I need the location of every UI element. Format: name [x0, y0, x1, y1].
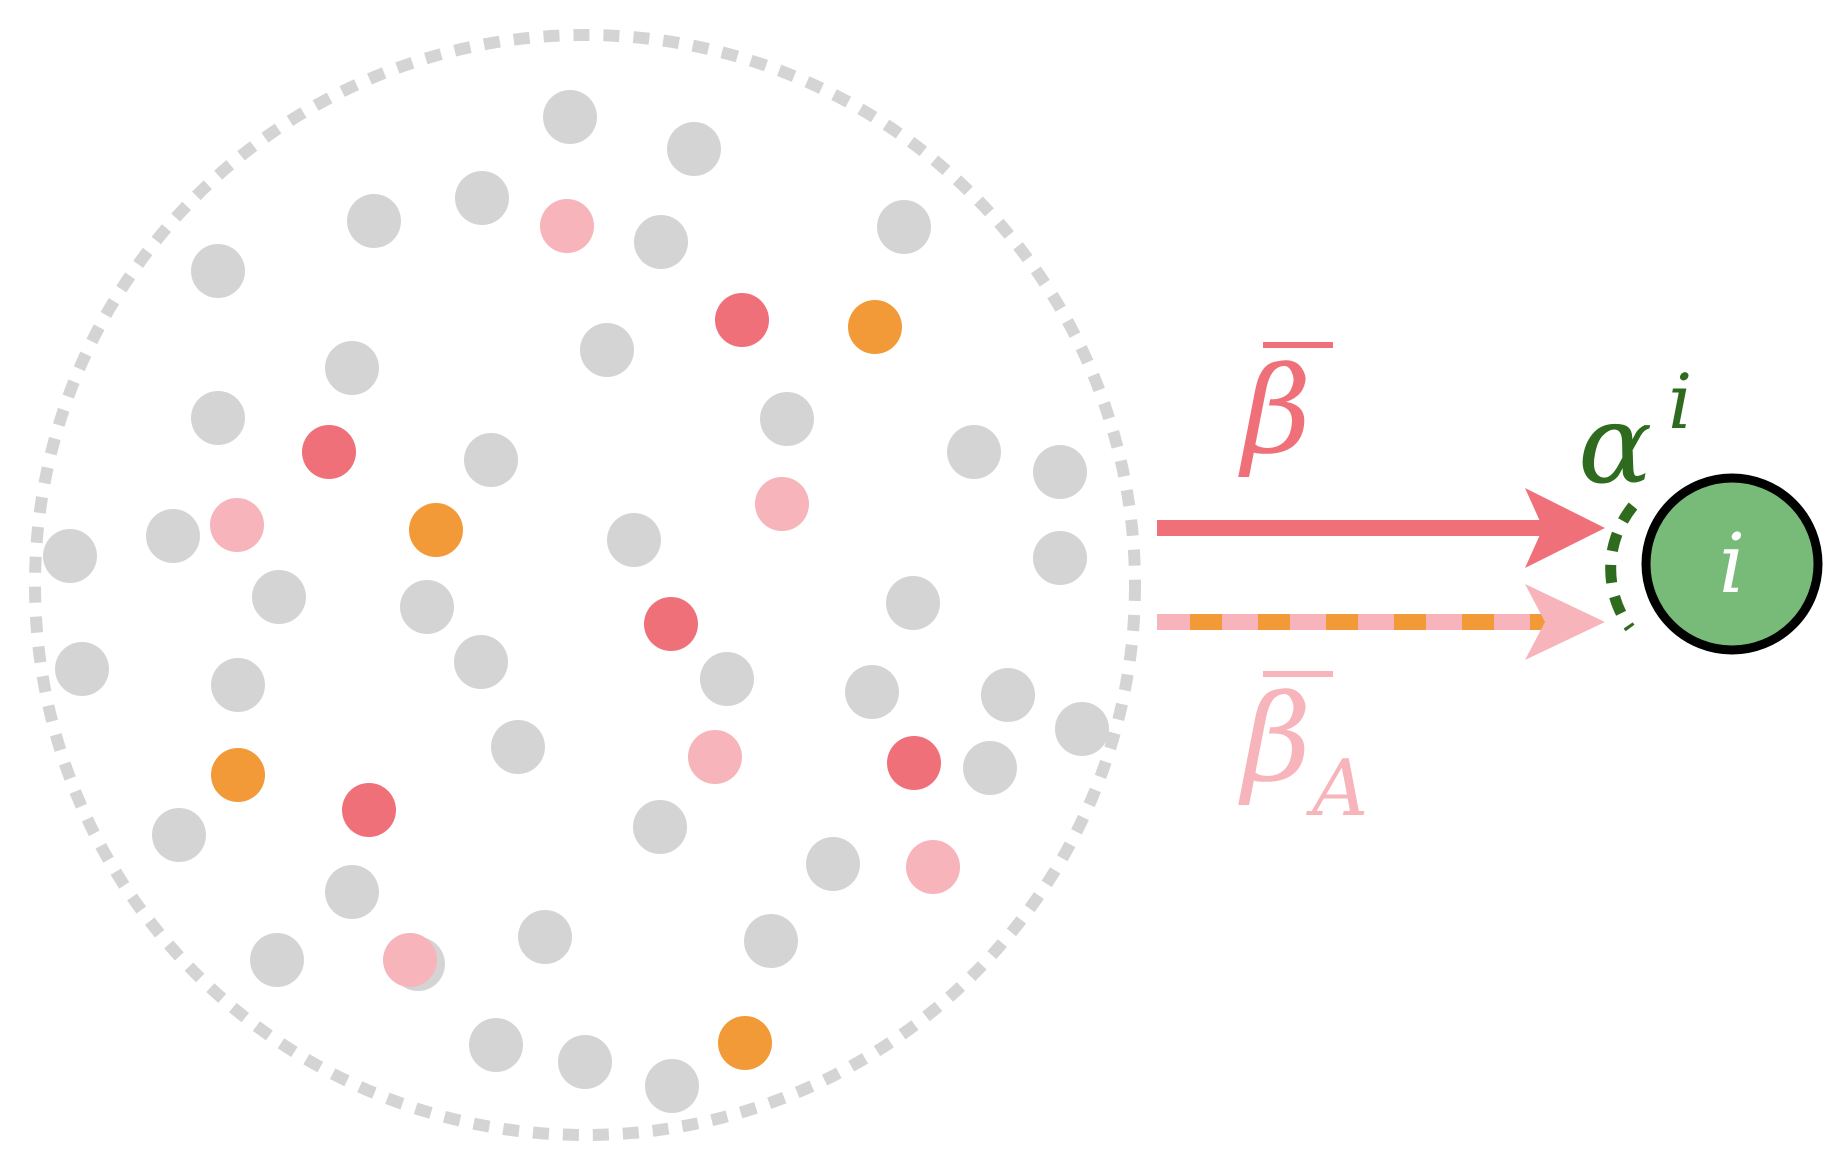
node-neutral: [518, 910, 572, 964]
node-neutral: [558, 1035, 612, 1089]
node-neutral: [1055, 702, 1109, 756]
node-neutral: [211, 658, 265, 712]
node-neutral: [1033, 445, 1087, 499]
node-neutral: [347, 194, 401, 248]
target-node-label: i: [1719, 517, 1745, 612]
node-neutral: [191, 391, 245, 445]
node-neutral: [580, 323, 634, 377]
node-orange: [409, 503, 463, 557]
node-neutral: [645, 1059, 699, 1113]
beta-A-arrow-head: [1525, 584, 1605, 660]
node-orange: [718, 1016, 772, 1070]
node-neutral: [634, 215, 688, 269]
alpha-label: α i: [1578, 357, 1692, 508]
node-neutral: [806, 837, 860, 891]
node-neutral: [667, 122, 721, 176]
beta-A-label: β A: [1238, 670, 1368, 834]
node-pink: [210, 498, 264, 552]
node-neutral: [700, 652, 754, 706]
node-neutral: [607, 513, 661, 567]
node-neutral: [55, 642, 109, 696]
node-neutral: [325, 865, 379, 919]
node-neutral: [947, 425, 1001, 479]
node-neutral: [455, 171, 509, 225]
beta-arrow-head: [1525, 488, 1605, 568]
node-neutral: [146, 509, 200, 563]
node-neutral: [760, 392, 814, 446]
arrows-group: [1157, 488, 1605, 660]
node-orange: [211, 748, 265, 802]
beta-A-symbol: β: [1238, 670, 1311, 809]
node-neutral: [469, 1018, 523, 1072]
cluster-boundary: [29, 29, 1141, 1141]
node-neutral: [491, 720, 545, 774]
cluster-group: [29, 29, 1141, 1141]
node-pink: [755, 477, 809, 531]
node-pink: [383, 933, 437, 987]
node-neutral: [886, 576, 940, 630]
alpha-symbol: α: [1578, 380, 1652, 508]
node-neutral: [464, 433, 518, 487]
node-pink: [688, 730, 742, 784]
node-red: [644, 597, 698, 651]
node-neutral: [877, 200, 931, 254]
node-neutral: [963, 741, 1017, 795]
node-red: [887, 736, 941, 790]
cluster-nodes: [43, 90, 1109, 1113]
node-red: [342, 783, 396, 837]
node-neutral: [191, 244, 245, 298]
node-neutral: [152, 808, 206, 862]
node-neutral: [744, 914, 798, 968]
node-neutral: [250, 933, 304, 987]
node-neutral: [454, 635, 508, 689]
target-alpha-halo: [1605, 502, 1638, 632]
node-neutral: [43, 529, 97, 583]
node-pink: [906, 840, 960, 894]
node-neutral: [981, 668, 1035, 722]
node-red: [302, 425, 356, 479]
target-node-circle: [1641, 473, 1823, 655]
node-neutral: [845, 665, 899, 719]
node-red: [715, 293, 769, 347]
node-pink: [540, 199, 594, 253]
alpha-superscript: i: [1668, 357, 1692, 446]
beta-A-subscript: A: [1306, 744, 1368, 834]
beta-symbol: β: [1238, 342, 1311, 481]
node-orange: [848, 300, 902, 354]
node-neutral: [1033, 531, 1087, 585]
beta-label: β: [1238, 342, 1333, 481]
node-neutral: [252, 570, 306, 624]
node-neutral: [325, 341, 379, 395]
node-neutral: [543, 90, 597, 144]
node-neutral: [633, 800, 687, 854]
node-neutral: [400, 580, 454, 634]
target-node: i: [1605, 473, 1823, 655]
